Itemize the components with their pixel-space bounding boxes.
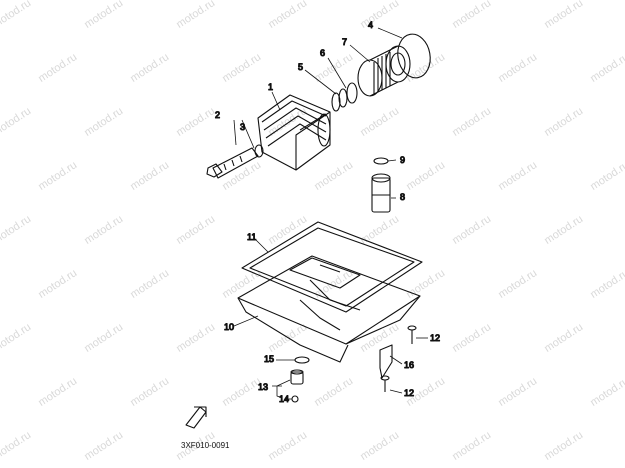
small-o-ring — [373, 157, 389, 165]
label-part-11: 11 — [247, 232, 256, 242]
oil-filter-element — [357, 45, 411, 97]
label-part-1: 1 — [268, 82, 273, 92]
oil-pan-gasket — [241, 221, 423, 313]
pan-bolt-lower — [380, 375, 390, 392]
label-part-5: 5 — [298, 62, 303, 72]
label-part-13: 13 — [258, 382, 268, 392]
label-part-16: 16 — [404, 360, 414, 370]
label-part-12-lower: 12 — [404, 388, 414, 398]
oil-cooler-housing — [257, 94, 331, 171]
drain-washer — [294, 356, 310, 364]
label-part-7: 7 — [342, 37, 347, 47]
union-bolt — [206, 144, 264, 179]
o-rings — [331, 82, 358, 112]
front-direction-icon — [185, 406, 207, 429]
oil-pipe — [371, 173, 391, 213]
diagram-code: 3XF010-0091 — [181, 441, 230, 450]
label-part-14: 14 — [279, 394, 289, 404]
label-part-15: 15 — [264, 354, 274, 364]
oil-pan — [237, 255, 421, 363]
drain-plug — [290, 369, 304, 385]
label-part-6: 6 — [320, 48, 325, 58]
label-part-12-upper: 12 — [430, 333, 440, 343]
small-drain-screw — [291, 395, 299, 403]
large-o-ring — [397, 33, 431, 79]
pan-bolt-right — [407, 325, 417, 344]
label-part-8: 8 — [400, 192, 405, 202]
baffle-plate — [379, 344, 393, 379]
label-part-2: 2 — [215, 110, 220, 120]
label-part-4: 4 — [368, 20, 373, 30]
leader-lines — [233, 27, 428, 400]
label-part-9: 9 — [400, 155, 405, 165]
label-part-10: 10 — [224, 322, 234, 332]
label-part-3: 3 — [240, 122, 245, 132]
